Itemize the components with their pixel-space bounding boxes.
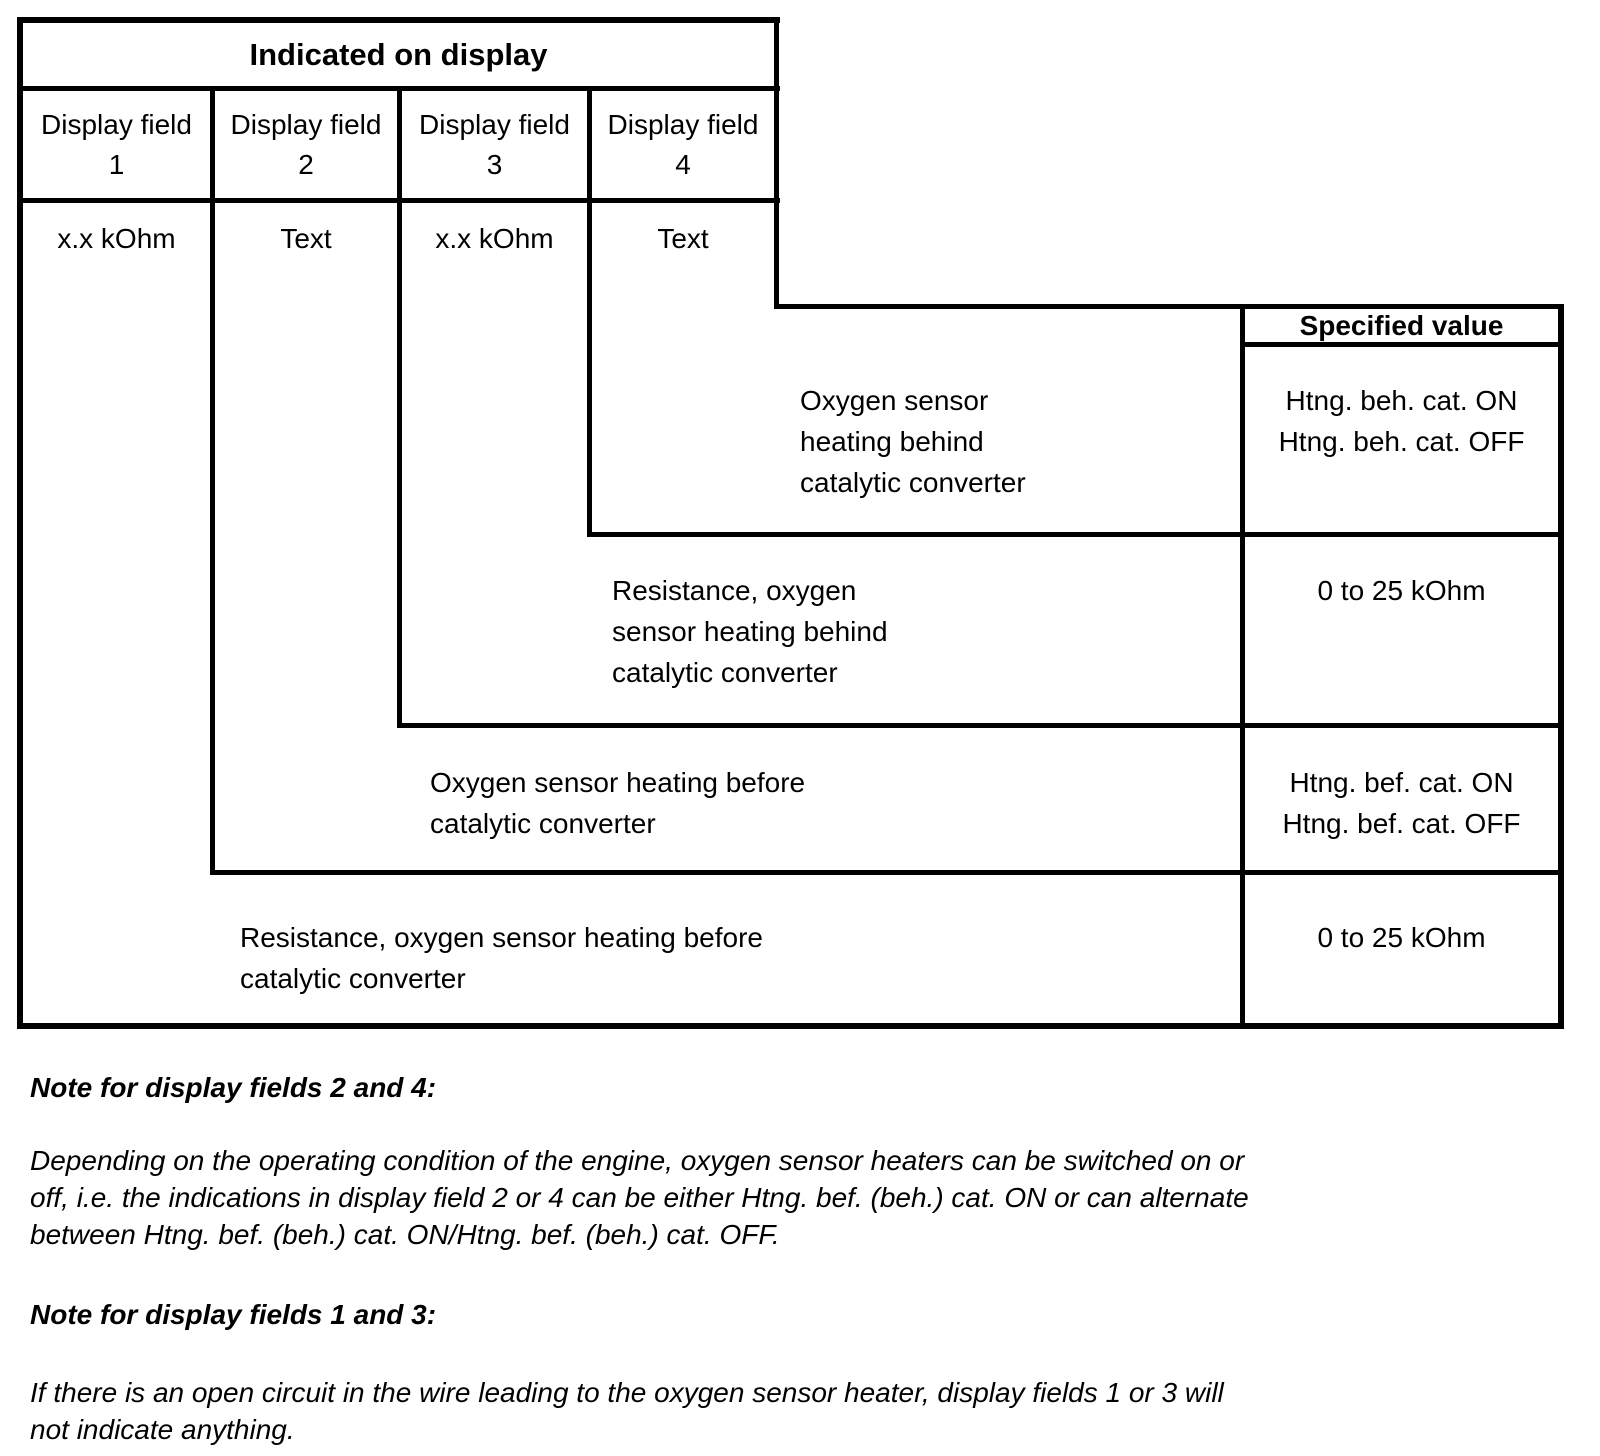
table-border-right xyxy=(1558,304,1564,1029)
row-description: Resistance, oxygen sensor heating behind… xyxy=(612,575,888,688)
table-border-row2-bottom xyxy=(397,723,1564,728)
row-description: Oxygen sensor heating behind catalytic c… xyxy=(800,385,1026,498)
note-heading-fields-2-4: Note for display fields 2 and 4: xyxy=(30,1072,437,1103)
column-value-format-3: x.x kOhm xyxy=(435,222,554,254)
row-specified-value: 0 to 25 kOhm xyxy=(1317,922,1486,953)
row-specified-value: Htng. bef. cat. ON Htng. bef. cat. OFF xyxy=(1282,767,1521,839)
table-title: Indicated on display xyxy=(249,37,548,72)
column-value-format-4: Text xyxy=(657,222,709,254)
column-value-format-2: Text xyxy=(280,222,332,254)
table-border-specvalue-left xyxy=(1240,304,1245,1029)
column-value-format-1: x.x kOhm xyxy=(57,222,176,254)
column-header-display-field-2: Display field 2 xyxy=(230,108,382,180)
row-description: Resistance, oxygen sensor heating before… xyxy=(240,922,763,994)
table-border-top xyxy=(17,17,780,23)
table-border-step-row1-top xyxy=(774,304,1564,309)
column-header-display-field-1: Display field 1 xyxy=(41,108,192,180)
table-border-col3 xyxy=(587,86,592,537)
note-body-fields-2-4: Depending on the operating condition of … xyxy=(30,1145,1249,1250)
column-header-display-field-4: Display field 4 xyxy=(607,108,759,180)
table-border-row1-bottom xyxy=(587,532,1564,537)
row-description: Oxygen sensor heating before catalytic c… xyxy=(430,767,806,839)
table-border-row3-bottom xyxy=(210,870,1564,875)
table-border-bottom xyxy=(17,1023,1564,1029)
column-header-display-field-3: Display field 3 xyxy=(419,108,570,180)
note-body-fields-1-3: If there is an open circuit in the wire … xyxy=(30,1377,1224,1445)
table-border-under-spechead xyxy=(1240,342,1564,347)
table-border-col1 xyxy=(210,86,215,875)
specified-value-header: Specified value xyxy=(1299,310,1504,341)
table-border-col2 xyxy=(397,86,402,728)
note-heading-fields-1-3: Note for display fields 1 and 3: xyxy=(30,1299,437,1330)
row-specified-value: Htng. beh. cat. ON Htng. beh. cat. OFF xyxy=(1278,385,1525,457)
table-border-left xyxy=(17,17,23,1029)
table-border-col4-right xyxy=(774,17,779,309)
row-specified-value: 0 to 25 kOhm xyxy=(1317,575,1486,606)
